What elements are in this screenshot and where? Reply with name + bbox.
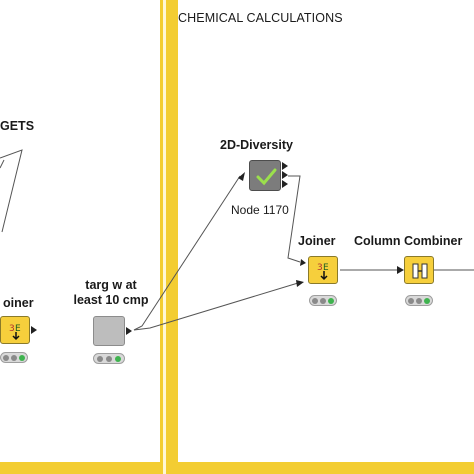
node-label-column-combiner: Column Combiner xyxy=(354,234,463,248)
status-light xyxy=(97,355,103,362)
checkmark-icon xyxy=(256,168,277,186)
status-light xyxy=(416,297,422,304)
node-joiner-right[interactable]: 3 E xyxy=(308,256,338,284)
status-joiner-right xyxy=(309,295,337,306)
status-light xyxy=(19,354,25,361)
status-column-combiner xyxy=(405,295,433,306)
node-label-row-filter-line1: targ w at xyxy=(85,278,137,292)
node-label-joiner-right: Joiner xyxy=(298,234,336,248)
column-combiner-icon xyxy=(412,263,428,279)
port-out-joiner-left[interactable] xyxy=(31,326,37,334)
svg-text:E: E xyxy=(323,263,329,273)
node-column-combiner[interactable] xyxy=(404,256,434,284)
port-out-row-filter[interactable] xyxy=(126,327,132,335)
status-light xyxy=(106,355,112,362)
joiner-icon: 3 E xyxy=(9,324,21,341)
status-light xyxy=(3,354,9,361)
port-out-diversity-3[interactable] xyxy=(282,180,288,188)
panel-gap xyxy=(163,0,166,474)
connection-row-filter-to-joiner xyxy=(133,282,299,331)
status-row-filter xyxy=(93,353,125,364)
port-out-diversity-1[interactable] xyxy=(282,162,288,170)
svg-text:3: 3 xyxy=(9,324,15,334)
panel-border-bottom xyxy=(0,462,474,474)
panel-title-chemical-calculations: CHEMICAL CALCULATIONS xyxy=(178,11,343,25)
svg-text:E: E xyxy=(15,324,21,334)
node-label-diversity: 2D-Diversity xyxy=(220,138,293,152)
connection-row-filter-to-diversity xyxy=(133,175,241,331)
joiner-icon: 3 E xyxy=(317,263,329,281)
svg-text:3: 3 xyxy=(317,263,323,273)
status-joiner-left xyxy=(0,352,28,363)
left-edge-connection xyxy=(0,149,23,233)
left-panel-heading: GETS xyxy=(0,119,35,133)
status-light xyxy=(320,297,326,304)
status-light xyxy=(328,297,334,304)
node-label-joiner-left: oiner xyxy=(3,296,34,310)
node-joiner-left[interactable]: 3 E xyxy=(0,316,30,344)
right-panel-border-left xyxy=(170,0,178,474)
connection-diversity-to-joiner xyxy=(287,175,301,263)
node-row-filter[interactable] xyxy=(93,316,125,346)
status-light xyxy=(11,354,17,361)
status-light xyxy=(408,297,414,304)
node-label-row-filter-line2: least 10 cmp xyxy=(73,293,149,307)
node-2d-diversity[interactable] xyxy=(249,160,281,191)
status-light xyxy=(115,355,121,362)
status-light xyxy=(312,297,318,304)
port-out-diversity-2[interactable] xyxy=(282,171,288,179)
node-id-diversity: Node 1170 xyxy=(231,203,289,217)
status-light xyxy=(424,297,430,304)
